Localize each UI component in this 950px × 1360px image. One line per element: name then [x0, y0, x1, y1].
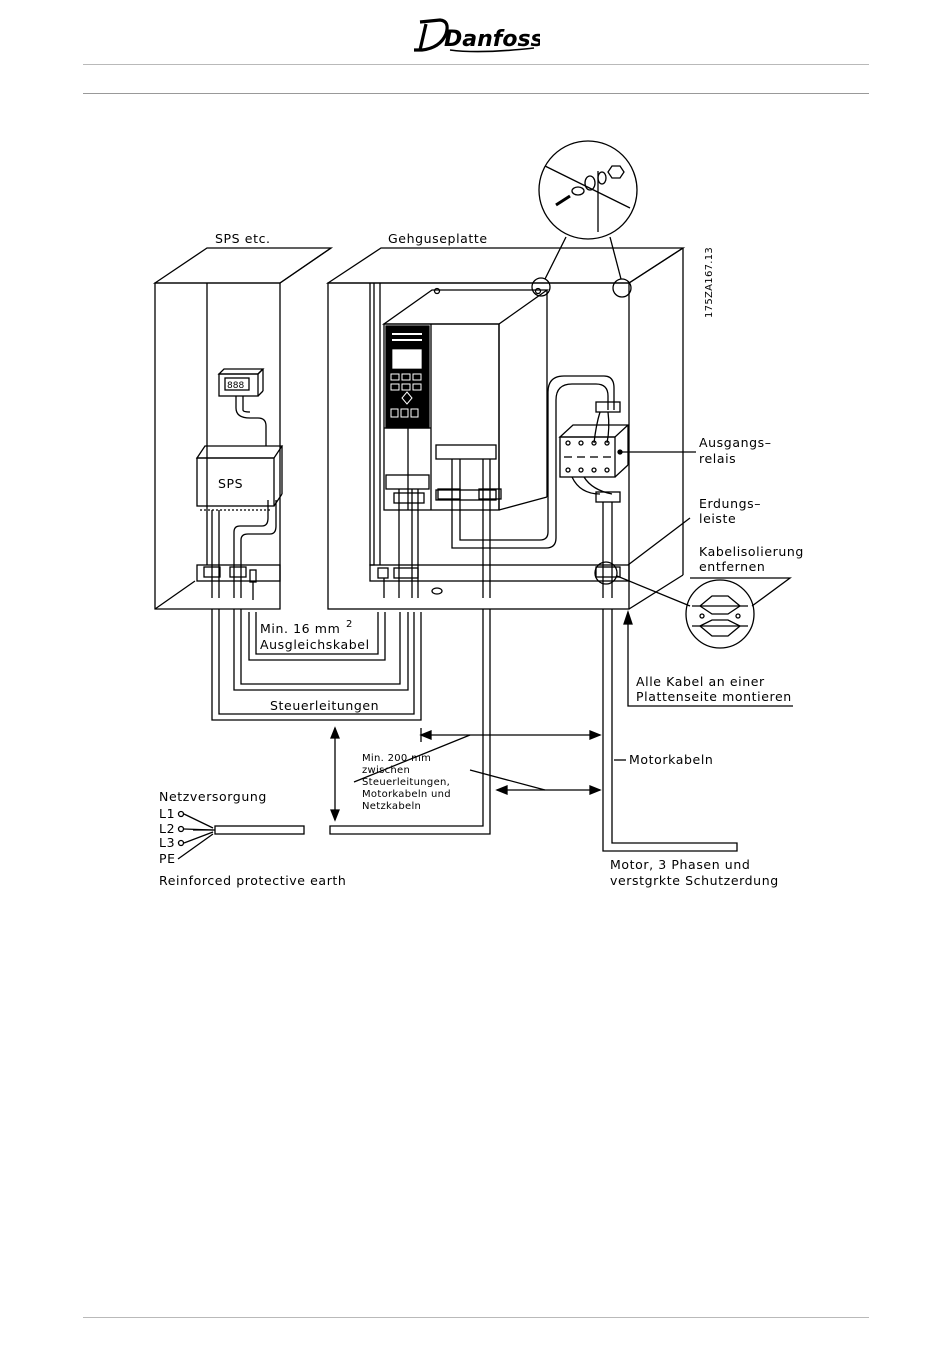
leader-lines	[177, 451, 793, 860]
footer-rule	[83, 1317, 869, 1318]
label-l1: L1	[159, 806, 175, 821]
external-cables	[211, 609, 738, 852]
label-ausgangs-1: Ausgangs–	[699, 435, 772, 450]
label-alle-2: Plattenseite montieren	[636, 689, 792, 704]
label-min200-line4: Motorkabeln und	[362, 789, 451, 800]
label-min200-line5: Netzkabeln	[362, 801, 421, 812]
label-min200-line1: Min. 200 mm	[362, 753, 431, 764]
label-min200-line2: zwischen	[362, 765, 410, 776]
label-steuerleitungen: Steuerleitungen	[270, 698, 379, 713]
header-rule	[83, 93, 869, 94]
main-internal-cables	[377, 375, 621, 598]
label-l3: L3	[159, 835, 175, 850]
label-reinforced: Reinforced protective earth	[159, 873, 346, 888]
label-netzversorgung: Netzversorgung	[159, 789, 267, 804]
label-ausgleichskabel: Ausgleichskabel	[260, 637, 370, 652]
sps-cabinet	[152, 247, 334, 610]
label-l2: L2	[159, 821, 175, 836]
sps-internal-cables	[203, 396, 277, 600]
label-pe: PE	[159, 851, 176, 866]
label-erdungs-1: Erdungs–	[699, 496, 761, 511]
display-digits: 888	[227, 381, 244, 391]
label-kabel-1: Kabelisolierung	[699, 544, 804, 559]
brand-wordmark: Danfoss	[444, 27, 540, 52]
drawing-id: 175ZA167.13	[704, 247, 715, 318]
display-unit: 888	[217, 368, 265, 397]
header-rule-light	[83, 64, 869, 65]
label-motor-1: Motor, 3 Phasen und	[610, 857, 750, 872]
label-alle-1: Alle Kabel an einer	[636, 674, 765, 689]
label-gehguseplatte: Gehguseplatte	[388, 231, 488, 246]
dimension-arrows	[330, 726, 602, 822]
main-cabinet	[325, 247, 686, 610]
label-min16-superscript: 2	[346, 619, 353, 630]
detail-view-bolt	[531, 140, 638, 298]
output-relay	[558, 411, 630, 495]
frequency-converter	[381, 287, 550, 511]
label-min200-line3: Steuerleitungen,	[362, 777, 450, 788]
label-motor-2: verstgrkte Schutzerdung	[610, 873, 779, 888]
sps-unit: SPS	[195, 445, 284, 511]
label-min16: Min. 16 mm	[260, 621, 340, 636]
label-sps-etc: SPS etc.	[215, 231, 271, 246]
label-motorkabeln: Motorkabeln	[629, 752, 713, 767]
danfoss-logo: Danfoss	[414, 18, 540, 53]
sps-label: SPS	[218, 476, 243, 491]
label-kabel-2: entfernen	[699, 559, 765, 574]
label-erdungs-2: leiste	[699, 511, 736, 526]
label-ausgangs-2: relais	[699, 451, 736, 466]
detail-view-clamp	[594, 561, 755, 649]
